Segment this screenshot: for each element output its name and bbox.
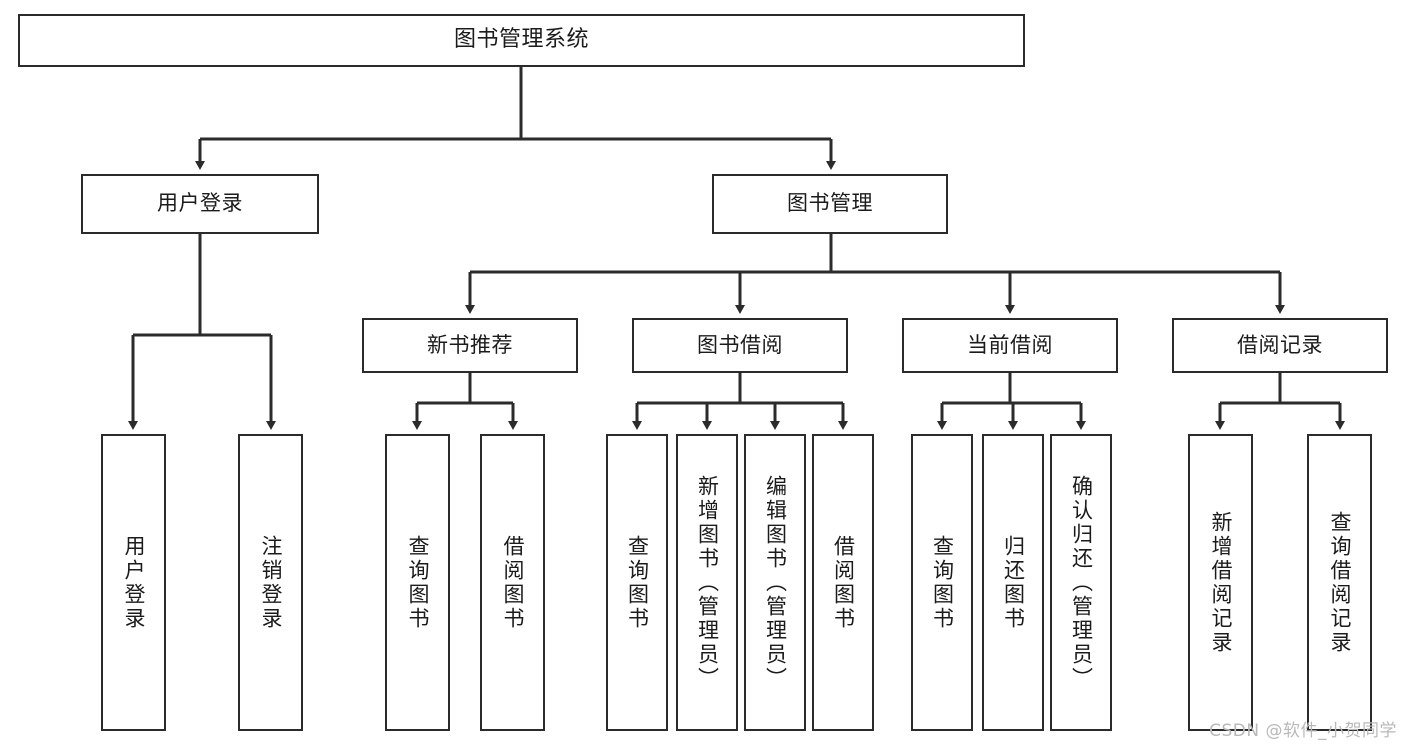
node-leaf-add-record[interactable]: 新增借阅记录: [1188, 434, 1253, 731]
node-leaf-borrow-book-2[interactable]: 借阅图书: [812, 434, 874, 731]
edge-currentborrow-to-leaves: [937, 373, 1086, 430]
edge-borrowrecord-to-leaves: [1215, 373, 1345, 430]
node-leaf-query-book-3[interactable]: 查询图书: [911, 434, 973, 731]
node-leaf-return-book-label: 归还图书: [1001, 534, 1026, 631]
node-leaf-confirm-return[interactable]: 确认归还（管理员）: [1050, 434, 1112, 731]
node-new-book-rec[interactable]: 新书推荐: [362, 318, 578, 373]
node-leaf-confirm-return-label: 确认归还（管理员）: [1069, 474, 1094, 691]
node-leaf-return-book[interactable]: 归还图书: [982, 434, 1044, 731]
node-leaf-add-record-label: 新增借阅记录: [1209, 510, 1233, 655]
node-book-manage[interactable]: 图书管理: [712, 174, 948, 234]
node-leaf-query-book-2[interactable]: 查询图书: [606, 434, 668, 731]
node-current-borrow-label: 当前借阅: [967, 332, 1053, 357]
edge-bookborrow-to-leaves: [632, 373, 848, 430]
edge-bookmanage-to-level2: [465, 234, 1285, 314]
node-leaf-logout-login-label: 注销登录: [259, 534, 283, 631]
node-leaf-user-login[interactable]: 用户登录: [101, 434, 166, 731]
node-leaf-add-book-admin-label: 新增图书（管理员）: [695, 474, 720, 691]
node-leaf-borrow-book-1[interactable]: 借阅图书: [480, 434, 545, 731]
node-leaf-borrow-book-2-label: 借阅图书: [831, 534, 856, 631]
node-borrow-record-label: 借阅记录: [1237, 332, 1323, 357]
node-leaf-user-login-label: 用户登录: [122, 534, 146, 631]
node-leaf-add-book-admin[interactable]: 新增图书（管理员）: [676, 434, 738, 731]
node-book-manage-label: 图书管理: [787, 191, 873, 216]
node-leaf-query-book-3-label: 查询图书: [930, 534, 955, 631]
node-user-login[interactable]: 用户登录: [81, 174, 319, 234]
node-leaf-query-book-1[interactable]: 查询图书: [385, 434, 450, 731]
edge-root-to-level1: [195, 67, 836, 170]
node-leaf-query-record-label: 查询借阅记录: [1328, 510, 1352, 655]
node-user-login-label: 用户登录: [157, 191, 243, 216]
node-new-book-rec-label: 新书推荐: [427, 332, 513, 357]
node-borrow-record[interactable]: 借阅记录: [1172, 318, 1388, 373]
node-leaf-edit-book-admin[interactable]: 编辑图书（管理员）: [744, 434, 806, 731]
node-leaf-edit-book-admin-label: 编辑图书（管理员）: [763, 474, 788, 691]
node-leaf-query-record[interactable]: 查询借阅记录: [1307, 434, 1372, 731]
node-book-borrow-label: 图书借阅: [697, 332, 783, 357]
node-leaf-borrow-book-1-label: 借阅图书: [501, 534, 525, 631]
node-leaf-query-book-1-label: 查询图书: [406, 534, 430, 631]
node-root-label: 图书管理系统: [453, 27, 589, 53]
edge-newbookrec-to-leaves: [412, 373, 518, 430]
node-book-borrow[interactable]: 图书借阅: [632, 318, 848, 373]
edge-userlogin-to-leaves: [128, 234, 276, 430]
node-leaf-query-book-2-label: 查询图书: [625, 534, 650, 631]
node-root-system[interactable]: 图书管理系统: [18, 14, 1025, 67]
node-leaf-logout-login[interactable]: 注销登录: [238, 434, 303, 731]
node-current-borrow[interactable]: 当前借阅: [902, 318, 1118, 373]
